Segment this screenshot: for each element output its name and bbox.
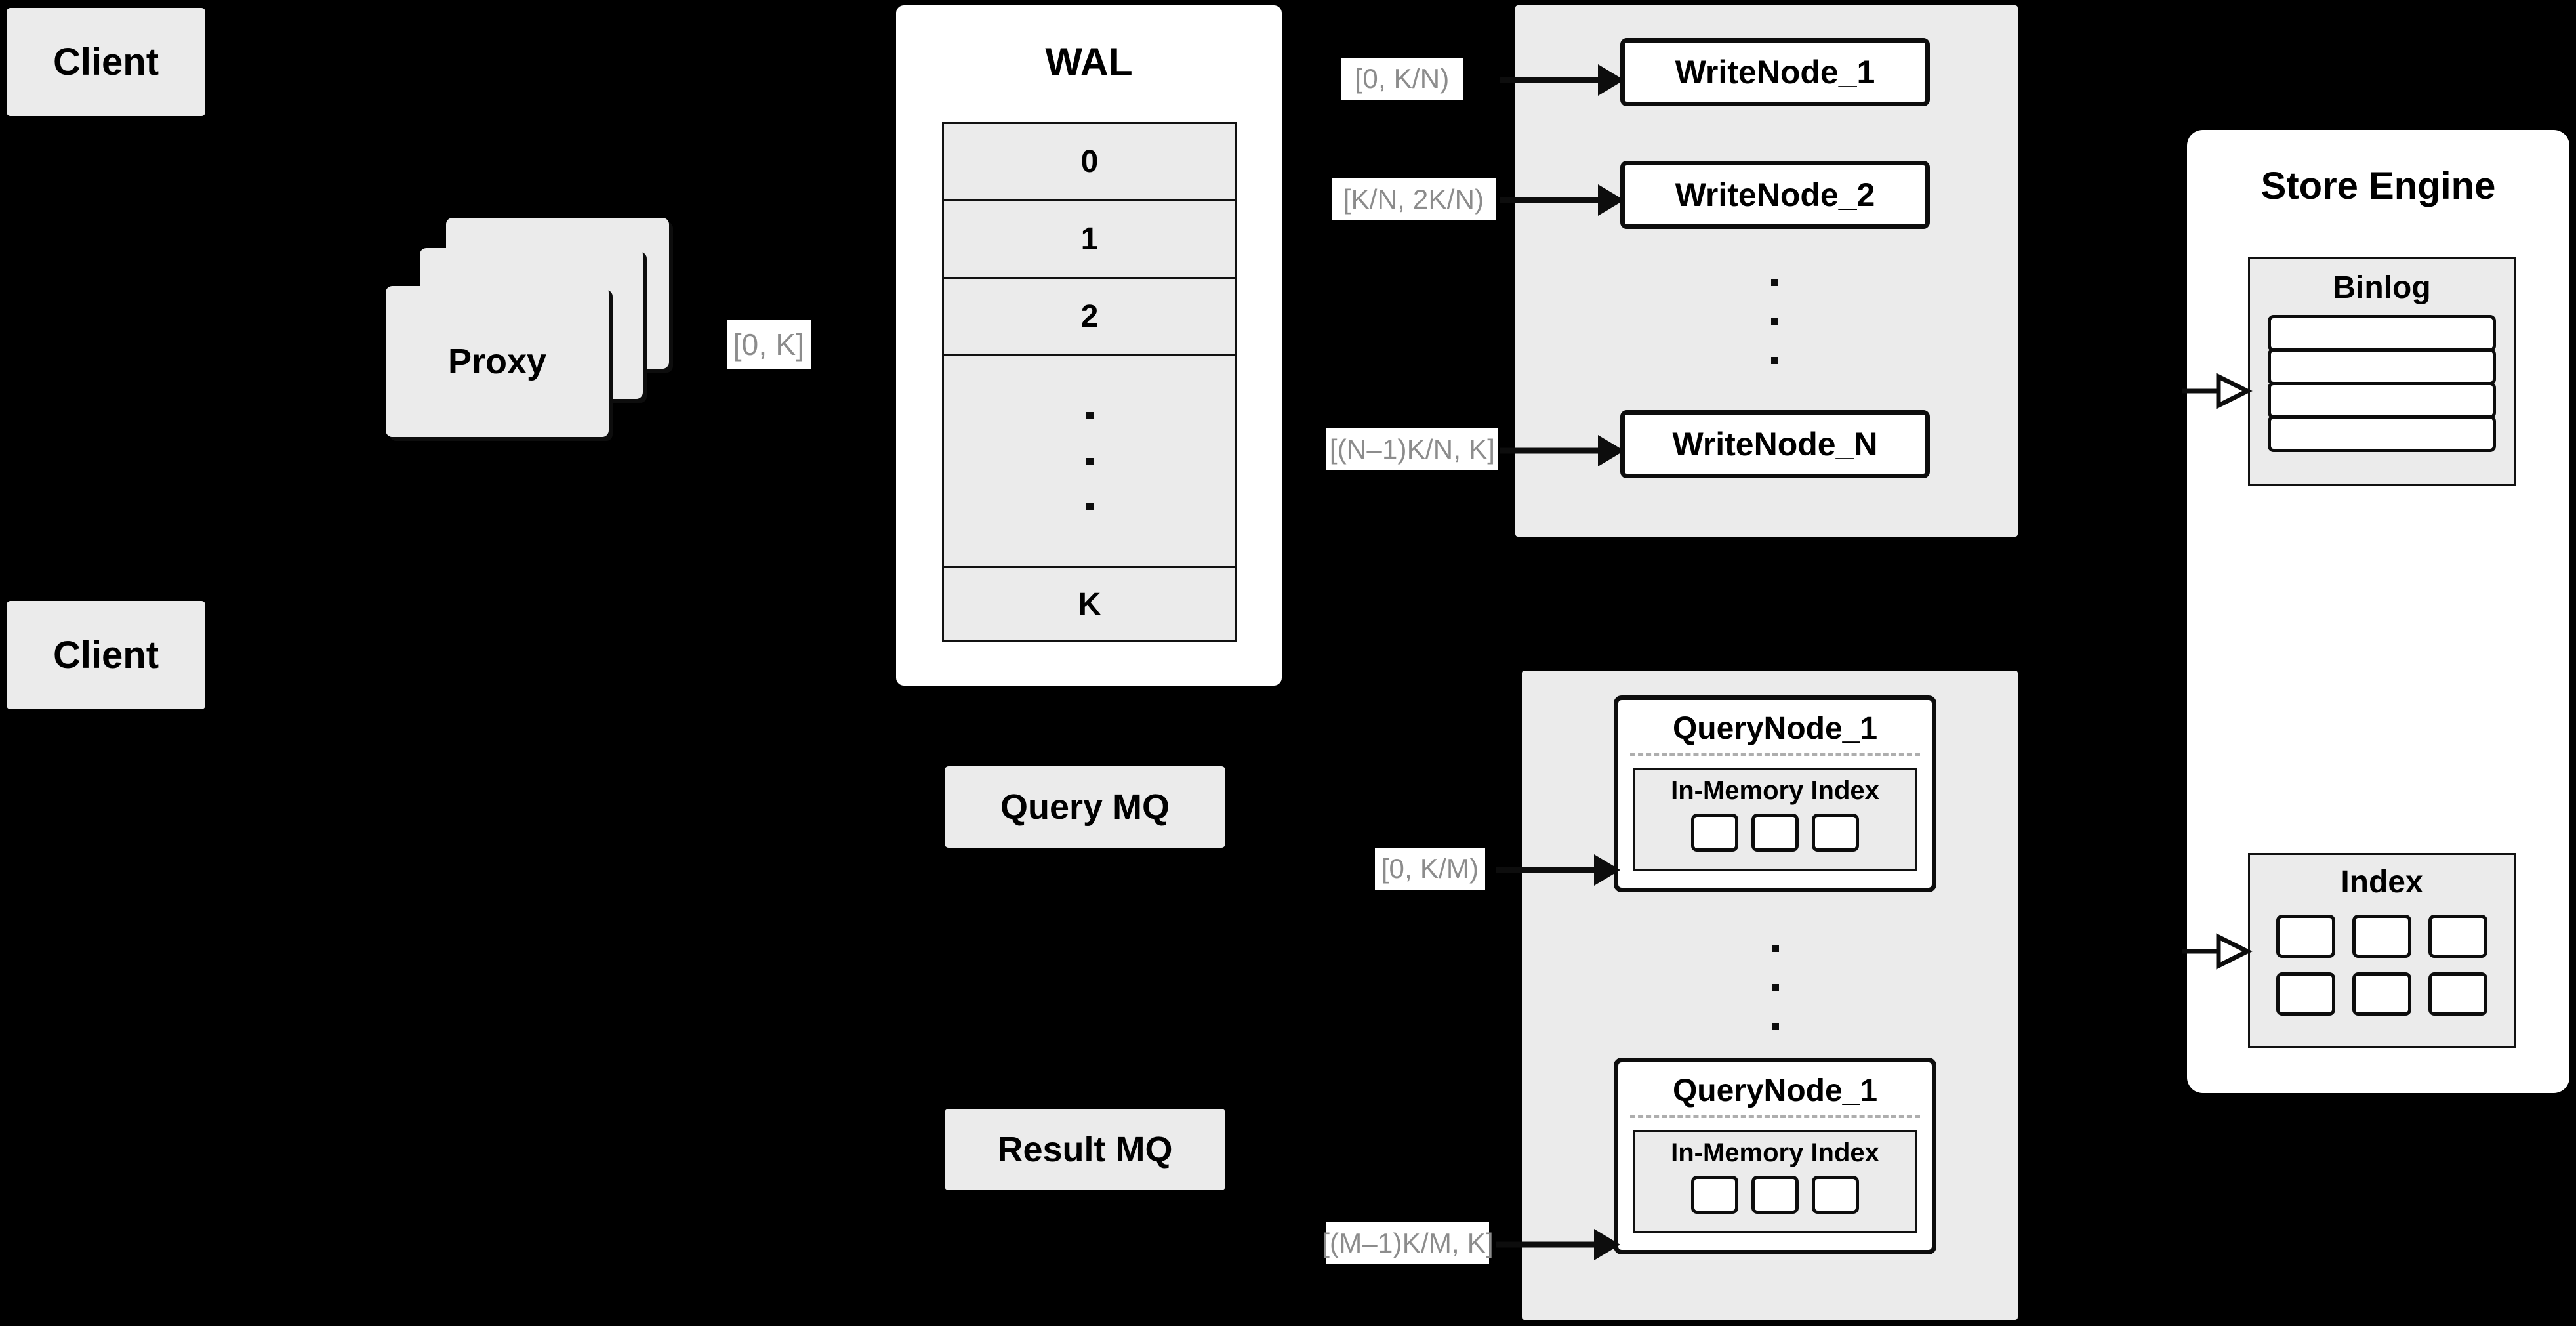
client-box-1[interactable]: Client <box>7 8 205 116</box>
write-node-2[interactable]: WriteNode_2 <box>1620 161 1930 229</box>
binlog-row[interactable] <box>2268 348 2496 385</box>
query-node-1[interactable]: QueryNode_1 In-Memory Index <box>1614 695 1936 892</box>
index-cell[interactable] <box>1691 814 1738 852</box>
edge-label-writenode-n: [(N–1)K/N, K] <box>1326 428 1498 470</box>
index-cell[interactable] <box>2352 915 2411 958</box>
store-index-row <box>2250 972 2514 1016</box>
index-cell[interactable] <box>2428 972 2487 1016</box>
in-memory-index-1-title: In-Memory Index <box>1671 776 1879 805</box>
write-node-ellipsis-icon <box>1770 279 1778 364</box>
write-node-n[interactable]: WriteNode_N <box>1620 410 1930 478</box>
query-node-1-divider <box>1630 753 1920 756</box>
binlog-row[interactable] <box>2268 415 2496 452</box>
in-memory-index-1: In-Memory Index <box>1633 768 1917 871</box>
store-index-title: Index <box>2341 865 2423 900</box>
index-cell[interactable] <box>1812 1176 1859 1214</box>
query-node-ellipsis-icon <box>1771 945 1779 1030</box>
edge-label-querynode-1: [0, K/M) <box>1375 848 1485 890</box>
index-cell[interactable] <box>2428 915 2487 958</box>
index-cell[interactable] <box>1751 814 1799 852</box>
in-memory-index-1-cells <box>1635 814 1915 852</box>
wal-row-ellipsis <box>942 356 1237 568</box>
store-index-row <box>2250 915 2514 958</box>
arrow-to-querynode-1 <box>1496 854 1620 886</box>
query-node-m[interactable]: QueryNode_1 In-Memory Index <box>1614 1058 1936 1254</box>
store-engine-title: Store Engine <box>2260 165 2496 207</box>
write-node-1[interactable]: WriteNode_1 <box>1620 38 1930 106</box>
in-memory-index-m-cells <box>1635 1176 1915 1214</box>
arrow-to-querynode-m <box>1496 1229 1620 1260</box>
edge-label-proxy-to-wal: [0, K] <box>727 320 811 369</box>
edge-label-querynode-m: [(M–1)K/M, K] <box>1322 1222 1494 1264</box>
edge-label-writenode-2: [K/N, 2K/N) <box>1332 178 1496 220</box>
proxy-card-front[interactable]: Proxy <box>386 286 609 437</box>
index-cell[interactable] <box>1691 1176 1738 1214</box>
query-node-m-title: QueryNode_1 <box>1672 1073 1878 1108</box>
binlog-title: Binlog <box>2333 270 2431 305</box>
arrow-to-writenode-2 <box>1500 184 1624 216</box>
proxy-label: Proxy <box>447 342 547 381</box>
in-memory-index-m: In-Memory Index <box>1633 1130 1917 1233</box>
arrow-to-writenode-n <box>1500 435 1624 466</box>
binlog-box: Binlog <box>2248 257 2516 486</box>
client-label-1: Client <box>52 41 159 83</box>
index-cell[interactable] <box>2352 972 2411 1016</box>
wal-title: WAL <box>1045 40 1133 84</box>
query-mq-box[interactable]: Query MQ <box>945 766 1225 848</box>
arrow-to-store-index <box>2182 933 2253 970</box>
binlog-row[interactable] <box>2268 315 2496 352</box>
edge-label-writenode-1: [0, K/N) <box>1341 58 1463 100</box>
binlog-row-list <box>2268 315 2496 452</box>
wal-row[interactable]: 2 <box>942 279 1237 356</box>
wal-row-list: 0 1 2 K <box>942 122 1237 642</box>
arrow-to-writenode-1 <box>1500 64 1624 96</box>
vertical-ellipsis-icon <box>1086 412 1094 510</box>
arrow-to-binlog <box>2182 373 2253 409</box>
query-node-1-title: QueryNode_1 <box>1672 711 1878 746</box>
query-node-m-divider <box>1630 1115 1920 1118</box>
in-memory-index-m-title: In-Memory Index <box>1671 1138 1879 1167</box>
index-cell[interactable] <box>1751 1176 1799 1214</box>
index-cell[interactable] <box>2276 972 2335 1016</box>
wal-row[interactable]: 0 <box>942 122 1237 201</box>
client-box-2[interactable]: Client <box>7 601 205 709</box>
wal-row[interactable]: 1 <box>942 201 1237 279</box>
client-label-2: Client <box>52 634 159 676</box>
index-cell[interactable] <box>1812 814 1859 852</box>
wal-row[interactable]: K <box>942 568 1237 642</box>
store-index-box: Index <box>2248 853 2516 1048</box>
result-mq-box[interactable]: Result MQ <box>945 1109 1225 1190</box>
binlog-row[interactable] <box>2268 382 2496 419</box>
index-cell[interactable] <box>2276 915 2335 958</box>
